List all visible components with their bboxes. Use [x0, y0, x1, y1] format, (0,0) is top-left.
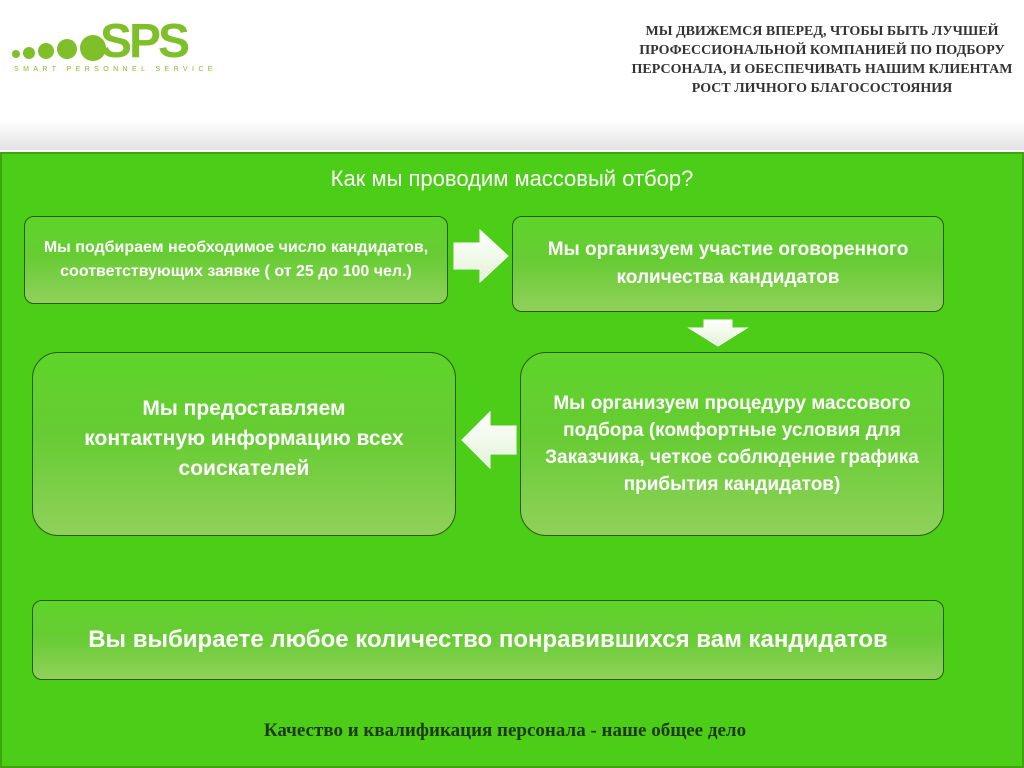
- step-provide-contacts: Мы предоставляем контактную информацию в…: [32, 352, 456, 536]
- conclusion-text: Вы выбираете любое количество понравивши…: [88, 626, 888, 653]
- step-text: Мы организуем участие оговоренного колич…: [547, 239, 909, 288]
- slide-title: Как мы проводим массовый отбор?: [330, 166, 694, 191]
- arrow-down-icon: [687, 319, 749, 347]
- step-select-candidates: Мы подбираем необходимое число кандидато…: [24, 216, 448, 304]
- arrow-right-icon: [453, 228, 509, 284]
- step-text: Мы организуем процедуру массового подбор…: [545, 393, 919, 495]
- step-organize-procedure: Мы организуем процедуру массового подбор…: [520, 352, 944, 536]
- step-text: Мы подбираем необходимое число кандидато…: [43, 239, 429, 280]
- logo-wordmark: SPS: [100, 15, 190, 68]
- slide-footer: Качество и квалификация персонала - наше…: [263, 720, 747, 741]
- company-motto: МЫ ДВИЖЕМСЯ ВПЕРЕД, ЧТОБЫ БЫТЬ ЛУЧШЕЙ ПР…: [631, 24, 1013, 96]
- step-text: Мы предоставляем контактную информацию в…: [84, 397, 404, 480]
- conclusion-box: Вы выбираете любое количество понравивши…: [32, 600, 944, 680]
- sps-logo: SPS SMART PERSONNEL SERVICE: [12, 14, 212, 76]
- slide-header: SPS SMART PERSONNEL SERVICE МЫ ДВИЖЕМСЯ …: [0, 0, 1024, 150]
- arrow-left-icon: [461, 410, 517, 470]
- logo-tagline: SMART PERSONNEL SERVICE: [14, 66, 217, 73]
- step-organize-participation: Мы организуем участие оговоренного колич…: [512, 216, 944, 312]
